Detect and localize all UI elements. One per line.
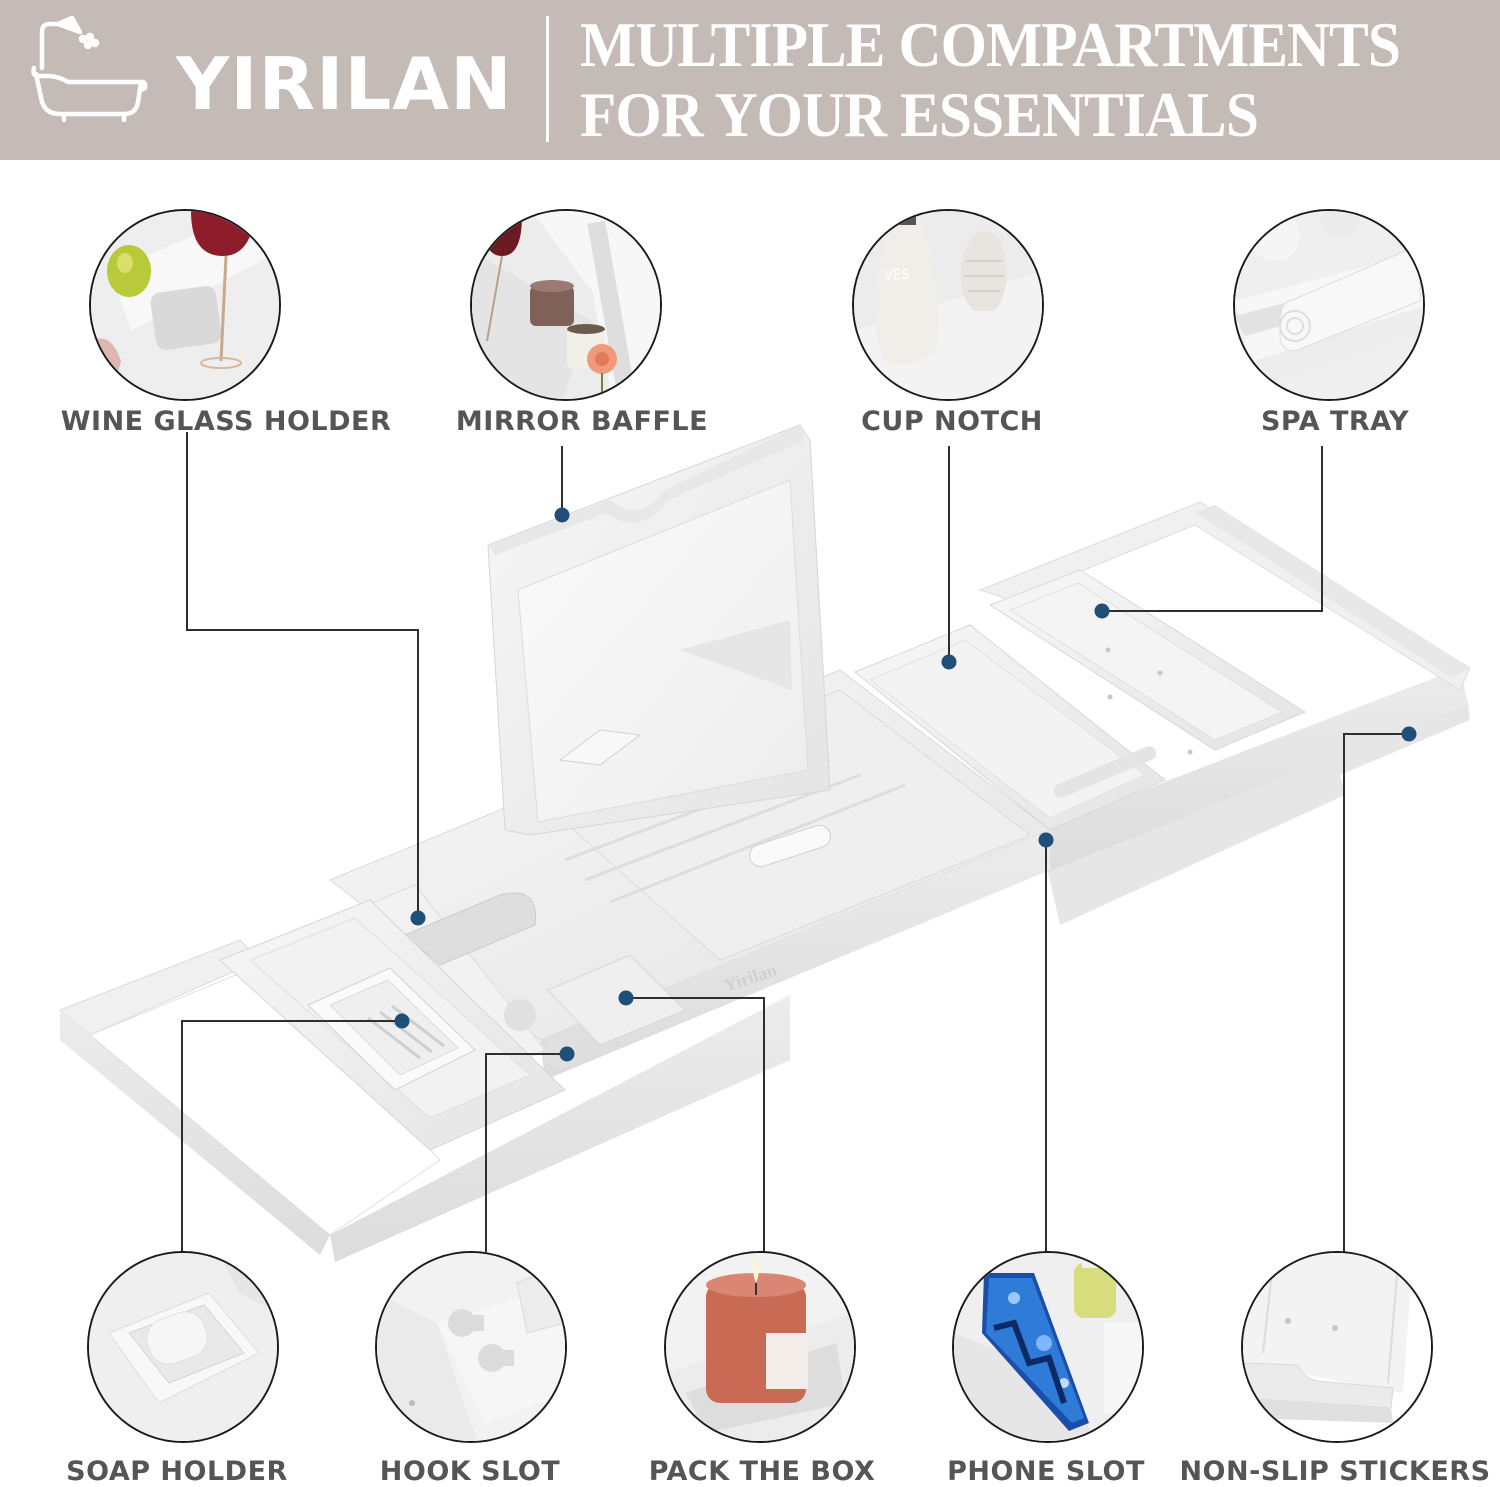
connector-cup-notch	[948, 446, 950, 662]
svg-text:VES: VES	[884, 268, 909, 283]
label-soap-holder: SOAP HOLDER	[66, 1456, 288, 1487]
marker-cup-notch	[941, 654, 957, 670]
headline-line-1: MULTIPLE COMPARTMENTS	[580, 9, 1401, 80]
marker-soap-holder	[394, 1013, 410, 1029]
wine-glass-icon	[89, 209, 281, 401]
label-cup-notch: CUP NOTCH	[861, 406, 1043, 437]
connector-soap-v	[181, 1020, 183, 1252]
header-banner: YIRILAN MULTIPLE COMPARTMENTS FOR YOUR E…	[0, 0, 1500, 160]
left-extension-arm	[59, 899, 790, 1262]
connector-hook-v	[485, 1053, 487, 1252]
connector-wine-glass-h	[186, 629, 419, 631]
non-slip-icon	[1241, 1251, 1433, 1443]
marker-wine-glass-holder	[410, 910, 426, 926]
connector-phone	[1045, 840, 1047, 1252]
bathtub-shower-icon	[28, 10, 150, 122]
label-wine-glass-holder: WINE GLASS HOLDER	[60, 406, 392, 437]
label-pack-the-box: PACK THE BOX	[648, 1456, 876, 1487]
connector-pack-box-v	[763, 997, 765, 1252]
label-spa-tray: SPA TRAY	[1260, 406, 1410, 437]
hook-slot-icon	[375, 1251, 567, 1443]
spa-tray	[988, 569, 1307, 755]
marker-hook-slot	[559, 1046, 575, 1062]
right-extension-arm	[978, 501, 1471, 925]
phone-icon	[952, 1251, 1144, 1443]
cup-notch-tray	[854, 624, 1166, 831]
marker-pack-the-box	[618, 990, 634, 1006]
headline-line-2: FOR YOUR ESSENTIALS	[580, 79, 1259, 150]
candle-icon	[664, 1251, 856, 1443]
marker-phone-slot	[1038, 832, 1054, 848]
marker-spa-tray	[1094, 603, 1110, 619]
header-divider	[546, 16, 549, 142]
marker-mirror-baffle	[554, 507, 570, 523]
mirror-baffle	[487, 424, 831, 836]
connector-wine-glass-v1	[186, 432, 188, 631]
soap-icon	[87, 1251, 279, 1443]
connector-spa-tray-h	[1102, 610, 1323, 612]
soap-holder	[307, 967, 476, 1091]
marker-non-slip-stickers	[1401, 726, 1417, 742]
label-hook-slot: HOOK SLOT	[379, 1456, 561, 1487]
connector-wine-glass-v2	[417, 629, 419, 918]
label-phone-slot: PHONE SLOT	[947, 1456, 1145, 1487]
connector-hook-h	[485, 1053, 567, 1055]
connector-mirror	[561, 446, 563, 515]
connector-non-slip-h	[1343, 733, 1409, 735]
label-non-slip-stickers: NON-SLIP STICKERS	[1179, 1456, 1491, 1487]
headline: MULTIPLE COMPARTMENTS FOR YOUR ESSENTIAL…	[580, 10, 1417, 150]
mirror-icon	[470, 209, 662, 401]
connector-non-slip-v	[1343, 733, 1345, 1252]
connector-soap-h	[181, 1020, 402, 1022]
connector-spa-tray-v	[1321, 446, 1323, 612]
towel-icon	[1233, 209, 1425, 401]
brand-name: YIRILAN	[176, 42, 513, 126]
label-mirror-baffle: MIRROR BAFFLE	[455, 406, 709, 437]
connector-pack-box-h	[626, 997, 765, 999]
cup-icon: VES	[852, 209, 1044, 401]
